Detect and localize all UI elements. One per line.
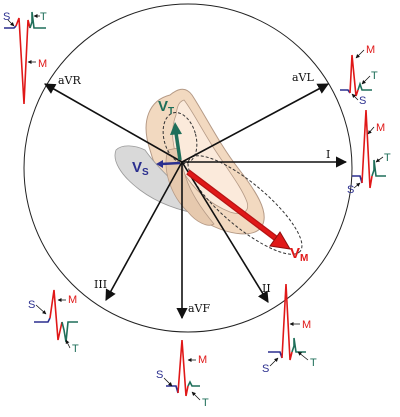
vector-t-label: VT [158,98,174,117]
vector-t-shaft [174,132,182,161]
i-s-label: S [347,184,354,196]
ii-m-label: M [302,319,311,331]
lead-avr-label: aVR [58,74,82,87]
ii-t-label: T [310,357,317,369]
iii-m-label: M [68,294,77,306]
avr-t-label: T [40,11,47,23]
ecg-trace-ii: M S T [262,283,317,375]
vector-m-shaft-inner [186,170,280,242]
vector-t [170,122,182,161]
ecg-trace-avl: M T S [340,44,378,107]
lead-axes [44,83,348,320]
qrs-loop [187,155,303,255]
iii-s-label: S [28,299,35,311]
vector-m-label: VM [290,245,308,264]
i-t-label: T [384,152,391,164]
ii-s-label: S [262,363,269,375]
lead-iii-label: III [94,278,107,291]
ecg-trace-iii: S M T [28,289,79,355]
ecg-trace-i: M T S [347,109,391,196]
avf-s-label: S [156,369,163,381]
vector-s-shaft [160,161,181,166]
lead-avl-label: aVL [292,71,315,84]
avl-s-label: S [359,95,366,107]
i-m-label: M [376,122,385,134]
avf-t-label: T [202,397,209,409]
vector-m [186,169,291,250]
avl-m-label: M [366,44,375,56]
vector-s [156,160,181,168]
t-loop [162,112,198,164]
lead-ii-axis [181,161,269,303]
vector-s-label: VS [132,159,149,178]
avr-s-label: S [3,11,10,23]
iii-t-label: T [72,343,79,355]
lead-avf-label: aVF [188,302,211,315]
vector-m-arrowhead [269,231,291,250]
lead-ii-label: II [262,282,271,295]
ecg-trace-avr: S T M [3,11,47,105]
hexaxial-circle [23,3,353,333]
lead-i-label: I [326,148,330,161]
avr-m-label: M [38,58,47,70]
lead-avr-axis [44,83,183,163]
vector-t-arrowhead [170,122,182,135]
lead-avl-axis [181,83,329,163]
lead-iii-axis [105,161,183,301]
vector-s-arrowhead [156,160,163,168]
avf-m-label: M [198,354,207,366]
avl-t-label: T [371,70,378,82]
ecg-trace-avf: M S T [156,339,209,409]
